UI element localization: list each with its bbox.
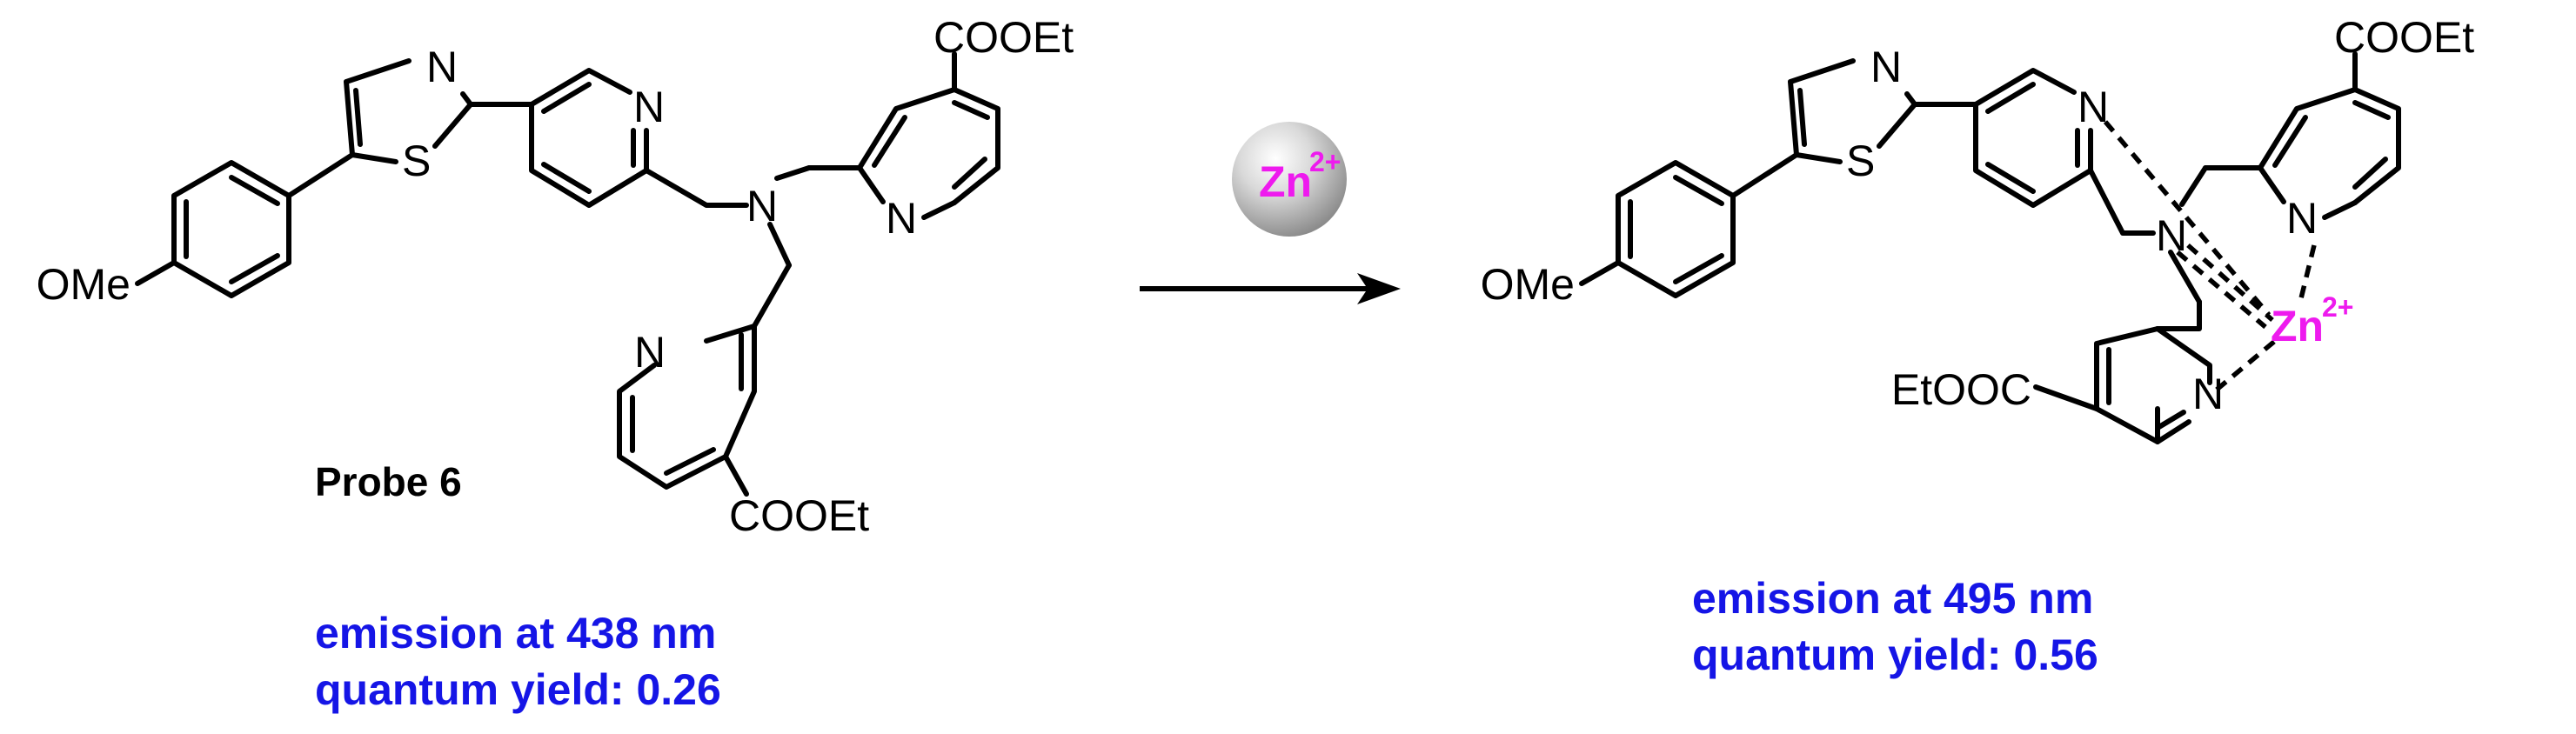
- product-emission: emission at 495 nm: [1692, 574, 2093, 623]
- probe-label: Probe 6: [315, 459, 462, 504]
- thiazole-nitrogen: N: [426, 43, 458, 91]
- pyridine-bottom-nitrogen: N: [634, 328, 666, 377]
- zinc-ion-sphere: [1232, 122, 1347, 237]
- pyridine-ring-c: [617, 324, 757, 490]
- methoxyphenyl-ring: [171, 160, 291, 298]
- reactant-quantum-yield: quantum yield: 0.26: [315, 665, 721, 714]
- product-pyridine-ring-a: [1973, 68, 2093, 208]
- probe-6-structure: [135, 51, 1000, 497]
- product-thiazole-nitrogen: N: [1870, 43, 1902, 91]
- product-ester-bottom-label: EtOOC: [1891, 365, 2031, 414]
- thiazole-ring: [344, 58, 411, 157]
- product-amine-nitrogen: N: [2156, 211, 2187, 260]
- product-methoxy-label: OMe: [1481, 260, 1575, 309]
- product-pyridine-right-nitrogen: N: [2286, 194, 2318, 243]
- reagent-zinc-ball: Zn 2+: [1232, 122, 1347, 237]
- product-methoxyphenyl-ring: [1616, 160, 1736, 298]
- pyridine-ring-b: [857, 87, 1000, 205]
- product-pyridine-ring-b: [2258, 87, 2401, 205]
- zinc-complex-structure: [1579, 51, 2401, 444]
- pyridine-ring-a: [529, 68, 649, 208]
- amine-nitrogen: N: [746, 182, 778, 230]
- product-pyridine-nitrogen: N: [2078, 83, 2109, 131]
- methoxy-label: OMe: [37, 260, 130, 309]
- reactant-emission: emission at 438 nm: [315, 609, 716, 657]
- pyridine-right-nitrogen: N: [886, 194, 917, 243]
- reaction-arrow: [1140, 273, 1401, 304]
- thiazole-sulfur: S: [402, 137, 431, 185]
- pyridine-nitrogen: N: [633, 83, 665, 131]
- product-thiazole-sulfur: S: [1846, 137, 1875, 185]
- complex-zinc-charge: 2+: [2322, 291, 2353, 323]
- product-quantum-yield: quantum yield: 0.56: [1692, 631, 2098, 679]
- reagent-zinc-charge: 2+: [1309, 146, 1341, 177]
- complex-zinc-symbol: Zn: [2271, 302, 2324, 350]
- ester-top-label: COOEt: [933, 13, 1074, 62]
- reagent-zinc-symbol: Zn: [1259, 157, 1312, 206]
- product-ester-top-label: COOEt: [2334, 13, 2474, 62]
- product-thiazole-ring: [1788, 58, 1856, 157]
- product-pyridine-bottom-nitrogen: N: [2192, 370, 2224, 418]
- ester-bottom-label: COOEt: [729, 491, 869, 540]
